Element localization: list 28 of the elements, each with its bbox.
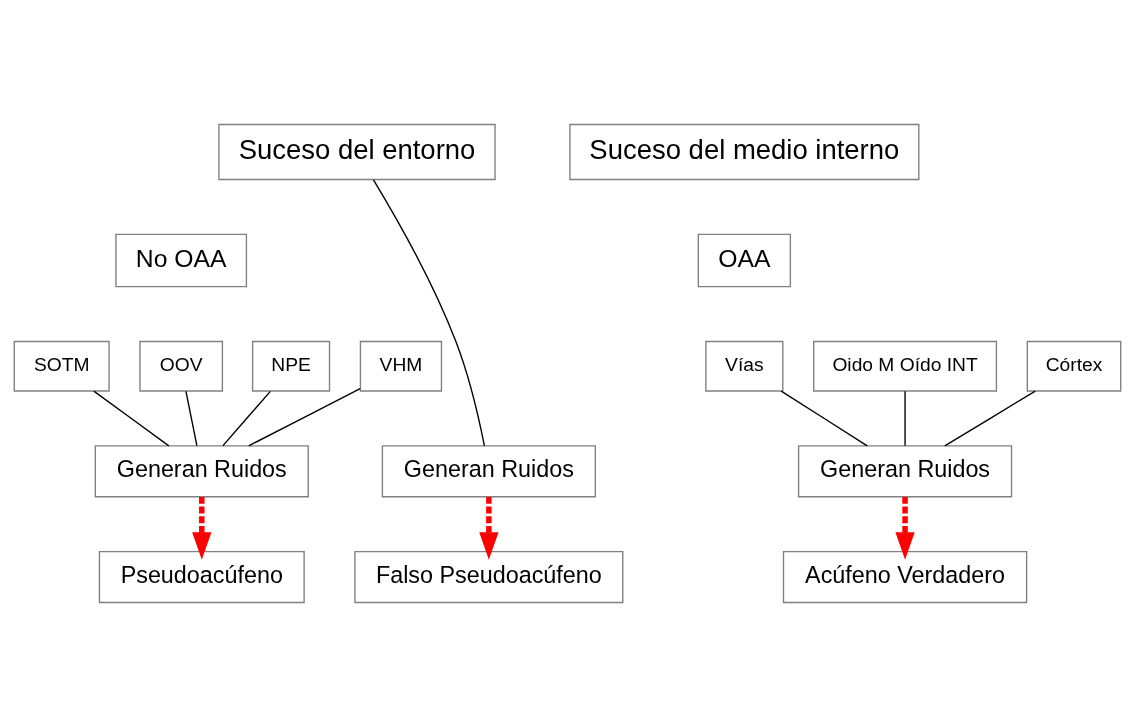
- connector: [780, 390, 868, 447]
- node-box: Generan Ruidos: [94, 445, 309, 498]
- arrow: [192, 497, 212, 560]
- node-box: Generan Ruidos: [797, 445, 1013, 498]
- node-box: SOTM: [13, 340, 110, 392]
- connector: [185, 390, 198, 447]
- node-box: Suceso del medio interno: [569, 123, 920, 181]
- connector: [248, 387, 361, 447]
- node-box: Córtex: [1026, 340, 1122, 392]
- node-box: Suceso del entorno: [218, 123, 496, 181]
- node-box: OAA: [697, 233, 792, 288]
- connector: [372, 179, 486, 447]
- connector: [93, 390, 170, 447]
- connector: [222, 390, 272, 447]
- node-box: Vías: [705, 340, 784, 392]
- node-box: NPE: [251, 340, 331, 392]
- node-box: OOV: [139, 340, 224, 392]
- arrow: [479, 497, 499, 560]
- node-box: VHM: [359, 340, 443, 392]
- node-box: No OAA: [115, 233, 248, 288]
- node-box: Generan Ruidos: [381, 445, 596, 498]
- node-box: Falso Pseudoacúfeno: [354, 551, 624, 604]
- node-box: Acúfeno Verdadero: [782, 551, 1028, 604]
- connector: [904, 390, 906, 447]
- node-box: Pseudoacúfeno: [98, 551, 305, 604]
- arrow: [895, 497, 915, 560]
- connector: [944, 390, 1036, 447]
- node-box: Oido M Oído INT: [813, 340, 998, 392]
